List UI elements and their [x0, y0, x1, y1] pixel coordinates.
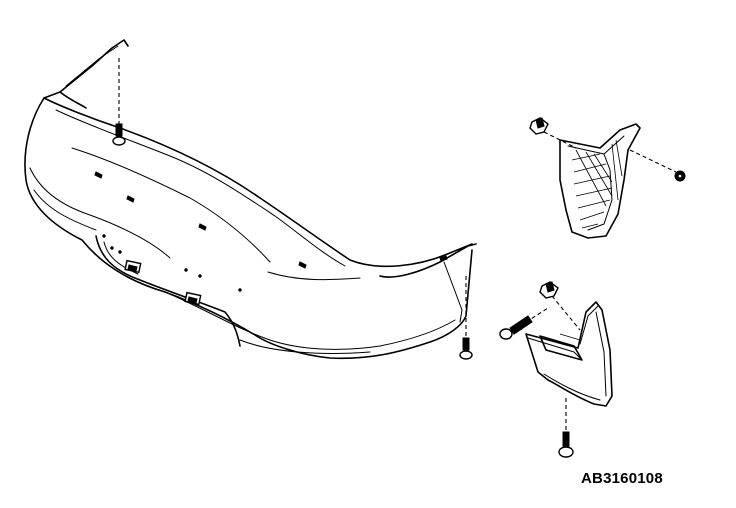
mudflap-bottom-screw	[558, 398, 574, 458]
mudflap-clip	[539, 281, 581, 331]
bumper-side-bracket	[559, 123, 641, 239]
bracket-nut	[629, 149, 686, 182]
diagram-reference-code: AB3160108	[581, 470, 663, 487]
rear-bumper-cover	[24, 39, 477, 360]
bumper-top-screw	[112, 58, 126, 146]
bumper-side-screw	[459, 276, 473, 360]
bracket-clip	[529, 117, 577, 149]
mud-flap	[525, 301, 613, 407]
mudflap-side-screw	[499, 307, 549, 340]
